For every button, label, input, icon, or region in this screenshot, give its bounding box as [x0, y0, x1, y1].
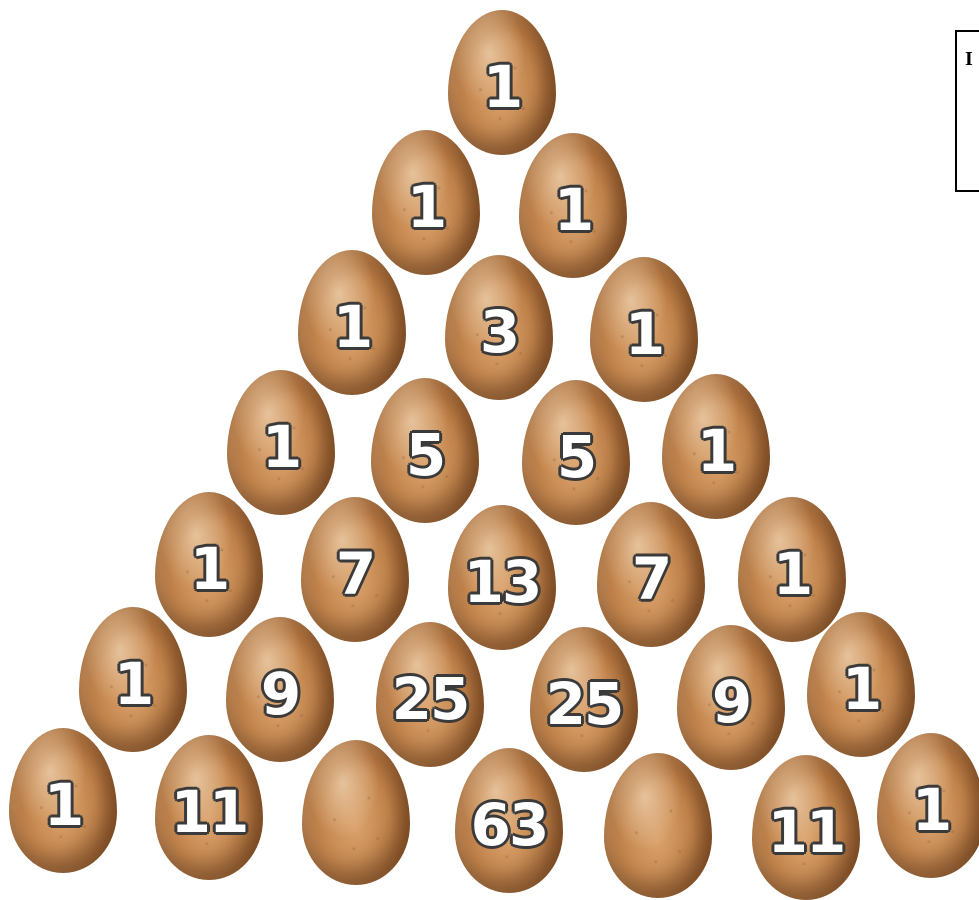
- egg-r7-c5: [604, 753, 712, 898]
- egg-r6-c6: 1: [807, 612, 915, 757]
- egg-r6-c3: 25: [376, 622, 484, 767]
- egg-r4-c4: 1: [662, 374, 770, 519]
- egg-number: 3: [480, 303, 518, 361]
- egg-number: 11: [768, 803, 845, 861]
- egg-number: 5: [406, 426, 444, 484]
- egg-r5-c4: 7: [597, 502, 705, 647]
- egg-r5-c1: 1: [155, 492, 263, 637]
- egg-r1-c1: 1: [448, 10, 556, 155]
- egg-r3-c2: 3: [445, 255, 553, 400]
- egg-number: 11: [171, 783, 248, 841]
- egg-r2-c1: 1: [372, 130, 480, 275]
- egg-number: 5: [557, 428, 595, 486]
- answer-box: I: [955, 30, 979, 192]
- egg-r7-c7: 1: [877, 733, 979, 878]
- egg-number: 7: [336, 545, 374, 603]
- egg-number: 1: [773, 545, 811, 603]
- egg-r5-c5: 1: [738, 497, 846, 642]
- egg-number: 1: [483, 58, 521, 116]
- egg-number: 1: [912, 781, 950, 839]
- egg-r7-c1: 1: [9, 728, 117, 873]
- egg-r7-c6: 11: [752, 755, 860, 900]
- egg-number: 13: [464, 553, 541, 611]
- egg-r3-c1: 1: [298, 250, 406, 395]
- egg-number: 1: [842, 660, 880, 718]
- egg-number: 1: [554, 181, 592, 239]
- egg-number: 1: [407, 178, 445, 236]
- egg-r7-c4: 63: [455, 748, 563, 893]
- egg-number: 9: [261, 665, 299, 723]
- egg-r7-c2: 11: [155, 735, 263, 880]
- egg-r7-c3: [302, 740, 410, 885]
- egg-number: 1: [190, 540, 228, 598]
- egg-number: 1: [114, 655, 152, 713]
- egg-r4-c1: 1: [227, 370, 335, 515]
- egg-r2-c2: 1: [519, 133, 627, 278]
- egg-number: 1: [625, 305, 663, 363]
- egg-r6-c5: 9: [677, 625, 785, 770]
- egg-r4-c2: 5: [371, 378, 479, 523]
- egg-r6-c4: 25: [530, 627, 638, 772]
- egg-r3-c3: 1: [590, 257, 698, 402]
- egg-number: 25: [546, 675, 623, 733]
- egg-r5-c3: 13: [448, 505, 556, 650]
- egg-r6-c1: 1: [79, 607, 187, 752]
- egg-r6-c2: 9: [226, 617, 334, 762]
- egg-number: 1: [697, 422, 735, 480]
- egg-number: 63: [471, 796, 548, 854]
- egg-number: 1: [333, 298, 371, 356]
- egg-number: 9: [712, 673, 750, 731]
- egg-number: 7: [632, 550, 670, 608]
- answer-box-text: I: [965, 48, 973, 71]
- egg-number: 1: [262, 418, 300, 476]
- egg-r5-c2: 7: [301, 497, 409, 642]
- egg-r4-c3: 5: [522, 380, 630, 525]
- egg-number: 25: [392, 670, 469, 728]
- egg-number: 1: [44, 776, 82, 834]
